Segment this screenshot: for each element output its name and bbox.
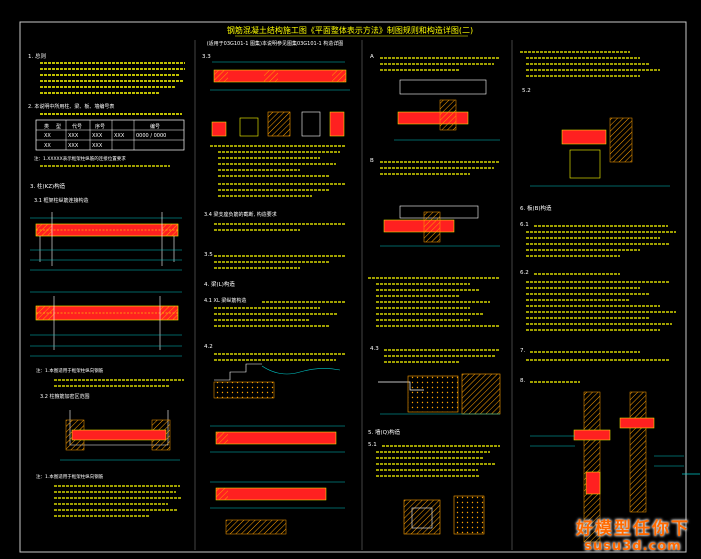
column2-text-lines-e (214, 353, 345, 361)
watermark-slogan: 好模型任你下 (576, 519, 690, 539)
column-2: 3.3 3.4 梁支座负筋的截断, 构造要求 (202, 54, 350, 535)
column-joint-detail-a (394, 79, 500, 141)
sheet-subtitle: (适用于03G101-1 图集)本说明参见图集03G101-1 构造详图 (207, 40, 344, 47)
column2-text-lines-c (214, 255, 345, 269)
beam-reinforcement-detail-a (210, 425, 345, 453)
section-6-heading: 6. 板(B)构造 (520, 204, 552, 212)
column-1: 1. 总则 2. 本说明中所用柱、梁、板、墙编号表 类 型 代号 序号 编号 X… (28, 52, 185, 517)
table-note: 注：1.XXXXX表示框架柱纵筋的连接位置要求 (34, 155, 126, 162)
table-cell: XXX (92, 143, 103, 149)
stirrup-note: 注：1.本图适用于框架柱纵向钢筋 (36, 473, 104, 480)
section-4-heading: 4. 梁(L)构造 (204, 280, 235, 288)
sheet-title: 钢筋混凝土结构施工图《平面整体表示方法》制图规则和构造详图(二) (227, 25, 473, 35)
table-cell: XXX (68, 143, 79, 149)
column-section-details (211, 111, 345, 137)
section-3-5-heading: 3.5 (204, 252, 213, 258)
section-6-1-heading: 6.1 (520, 222, 529, 228)
section-4-2-heading: 4.2 (204, 344, 213, 350)
table-cell: XXX (114, 133, 125, 139)
table-cell: XX (44, 133, 51, 139)
section-5-2-heading: 5.2 (522, 88, 531, 94)
column2-text-lines-a (210, 145, 346, 197)
section-4-1-heading: 4.1 XL 梁纵筋构造 (204, 297, 246, 304)
section-5-1-heading: 5.1 (368, 442, 377, 448)
beam-elevation-detail-2 (30, 291, 182, 357)
table-header-cell: 型 (56, 123, 61, 130)
column4-text-lines-a (520, 51, 660, 77)
section-1-text-lines (40, 62, 185, 94)
column3-text-lines-c (368, 277, 500, 327)
section-3-1-heading: 3.1 框架柱纵筋连接构造 (34, 197, 89, 204)
column2-text-lines-d (214, 301, 346, 327)
section-3-4-heading: 3.4 梁支座负筋的截断, 构造要求 (204, 211, 277, 218)
section-3-2-heading: 3.2 柱箍筋加密区范围 (40, 393, 90, 400)
table-cell: XXX (92, 133, 103, 139)
section-8-heading: 8. (520, 378, 525, 384)
slab-edge-detail (378, 373, 501, 415)
section-7-heading: 7. (520, 348, 525, 354)
watermark-url: susu3d.com (584, 539, 682, 554)
table-header-cell: 代号 (72, 123, 82, 130)
table-cell: XXX (68, 133, 79, 139)
section-4-3-heading: 4.3 (370, 346, 379, 352)
column2-text-lines-b (214, 223, 345, 231)
table-cell: XX (44, 143, 51, 149)
table-header-cell: 编号 (150, 123, 160, 130)
stirrup-note-lines (54, 485, 182, 517)
section-6-2-heading: 6.2 (520, 270, 529, 276)
beam-support-detail (210, 61, 350, 91)
column-4: 5.2 6. 板(B)构造 6.1 6.2 (520, 51, 700, 543)
column4-text-lines-d (526, 351, 670, 361)
section-5-heading: 5. 墙(Q)构造 (368, 428, 401, 436)
column-joint-detail-b (380, 205, 500, 247)
column-stirrup-detail (60, 410, 180, 461)
structural-column-detail (530, 391, 700, 543)
section-3-3-heading: 3.3 (202, 54, 211, 60)
beam-reinforcement-detail-b (210, 481, 345, 535)
watermark-logo: 好模型任你下 susu3d.com (569, 520, 697, 556)
section-1-heading: 1. 总则 (28, 52, 46, 60)
column3-text-lines-d (384, 349, 500, 363)
column4-text-lines-c (526, 273, 676, 331)
section-3-heading: 3. 柱(KZ)构造 (30, 182, 66, 190)
wall-section-detail (403, 495, 485, 535)
table-header-cell: 序号 (95, 123, 105, 130)
section-2-heading: 2. 本说明中所用柱、梁、板、墙编号表 (28, 103, 114, 110)
column3-text-lines-e (376, 445, 500, 477)
lintel-detail (530, 117, 670, 187)
column-3: A B (368, 54, 501, 535)
sheet-border (19, 21, 687, 553)
table-header-cell: 类 (44, 123, 49, 130)
column4-text-lines-b (526, 225, 676, 257)
table-cell: 0000 / 0000 (136, 133, 166, 139)
beam-elevation-detail-1 (30, 212, 182, 271)
detail-note: 注：1.本图适用于框架柱纵向钢筋 (36, 367, 104, 374)
column3-text-lines-a (380, 57, 500, 71)
member-code-table: 类 型 代号 序号 编号 XX XXX XXX XXX 0000 / 0000 … (35, 119, 185, 151)
stair-detail (213, 363, 341, 399)
column3-text-lines-b (380, 161, 500, 175)
section-a-heading: A (370, 54, 374, 60)
section-b-heading: B (370, 158, 374, 164)
